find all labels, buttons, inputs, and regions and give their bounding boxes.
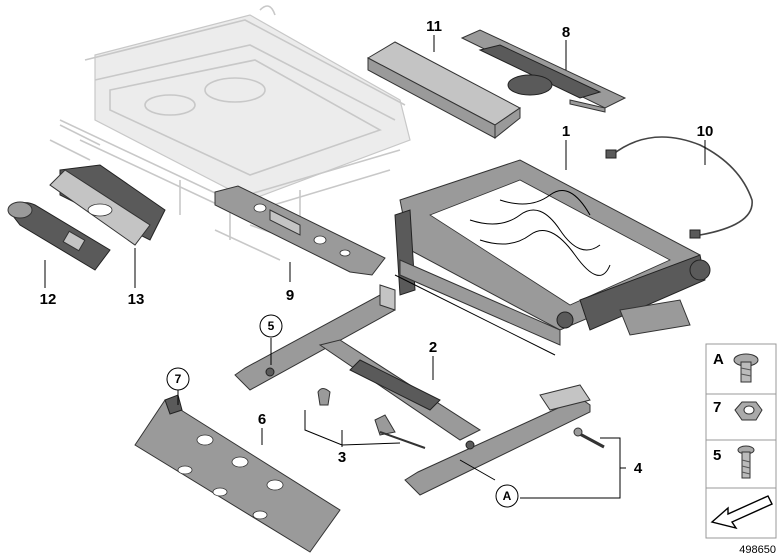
callout-A-circled: A [495,484,519,508]
legend-panel: A 7 5 [705,343,777,539]
part-13-cover [49,164,166,246]
svg-text:5: 5 [268,319,275,333]
callout-4: 4 [634,460,643,477]
part-9-bracket [214,185,386,276]
callout-11: 11 [426,18,442,35]
document-number: 498650 [739,544,776,556]
callout-1: 1 [562,123,570,140]
part-8-plate [460,29,627,113]
callout-13: 13 [128,291,145,308]
callout-5-circled: 5 [259,314,283,338]
screw-icon [737,445,755,479]
part-3-hardware [317,388,426,449]
part-12-tube [7,201,111,271]
part-2-seat-rail [234,284,591,496]
callout-12: 12 [40,291,57,308]
legend-label-5: 5 [713,447,721,464]
flange-bolt-icon [733,353,759,383]
leader-lines [44,35,706,499]
part-6-base-plate [134,394,341,553]
callout-6: 6 [258,411,266,428]
callout-10: 10 [697,123,714,140]
callout-3: 3 [338,449,346,466]
part-4-pin [573,427,605,449]
hex-nut-icon [734,401,763,421]
callout-2: 2 [429,339,437,356]
callout-8: 8 [562,24,570,41]
svg-text:A: A [503,489,512,503]
part-10-cable [605,136,753,239]
part-11-pad [366,41,521,140]
callout-7-circled: 7 [166,367,190,391]
legend-label-7: 7 [713,399,721,416]
legend-label-A: A [713,351,724,368]
svg-text:7: 7 [175,372,182,386]
arrow-down-left-icon [710,495,773,530]
part-1-seat-frame [394,159,711,356]
callout-9: 9 [286,287,294,304]
